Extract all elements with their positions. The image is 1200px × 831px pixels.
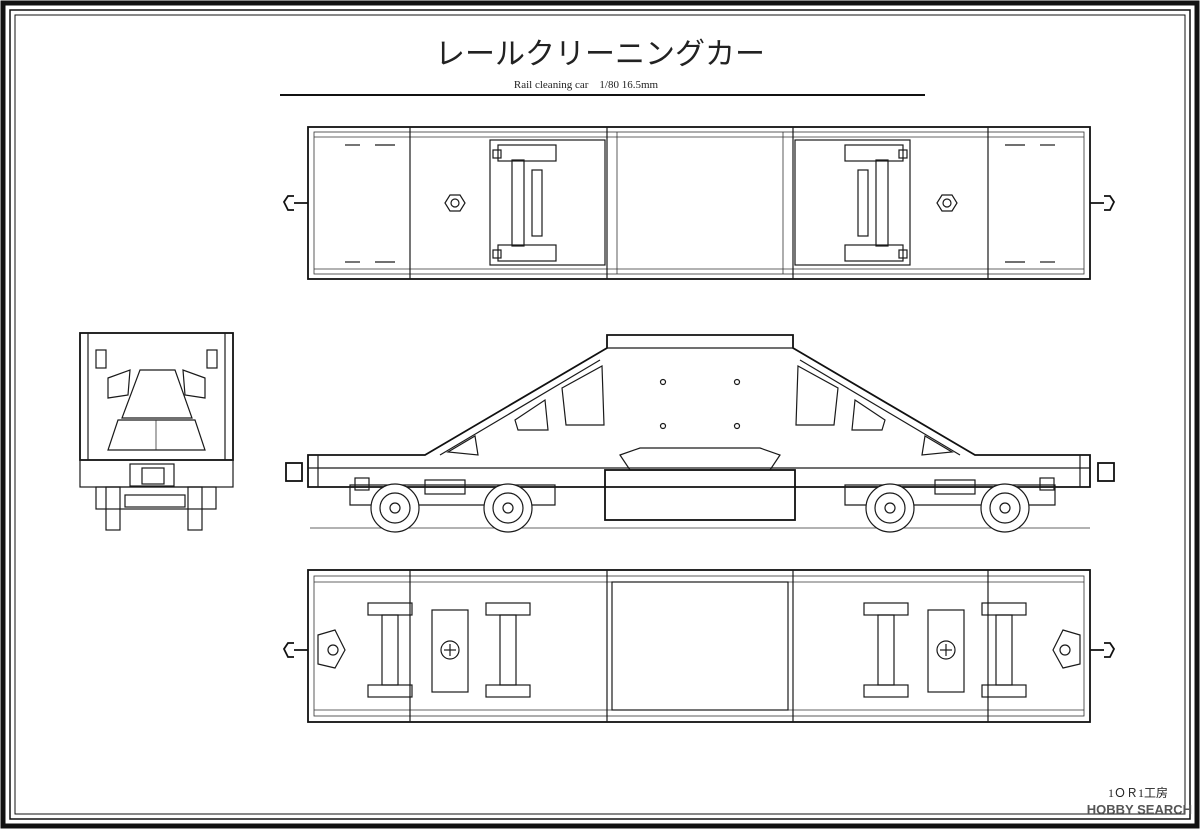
maker-label: 1ＯＲ1工房 xyxy=(1108,785,1168,800)
drawing-subtitle: Rail cleaning car 1/80 16.5mm xyxy=(514,79,659,91)
bolt-icon xyxy=(936,640,956,660)
wheel-icon xyxy=(865,483,915,533)
bottom-view xyxy=(282,569,1116,723)
coupler-icon xyxy=(1090,195,1116,211)
coupler-icon xyxy=(282,642,308,658)
bolt-icon xyxy=(440,640,460,660)
watermark-label: HOBBY SEARCH xyxy=(1087,802,1192,817)
side-view xyxy=(285,334,1115,533)
wheel-icon xyxy=(370,483,420,533)
coupler-icon xyxy=(1090,642,1116,658)
top-view xyxy=(282,126,1116,280)
hex-nut-icon xyxy=(936,194,958,212)
wheel-icon xyxy=(980,483,1030,533)
drawing-title: レールクリーニングカー xyxy=(435,37,765,72)
end-view xyxy=(79,332,234,531)
coupler-icon xyxy=(282,195,308,211)
wheel-icon xyxy=(483,483,533,533)
hex-nut-icon xyxy=(444,194,466,212)
